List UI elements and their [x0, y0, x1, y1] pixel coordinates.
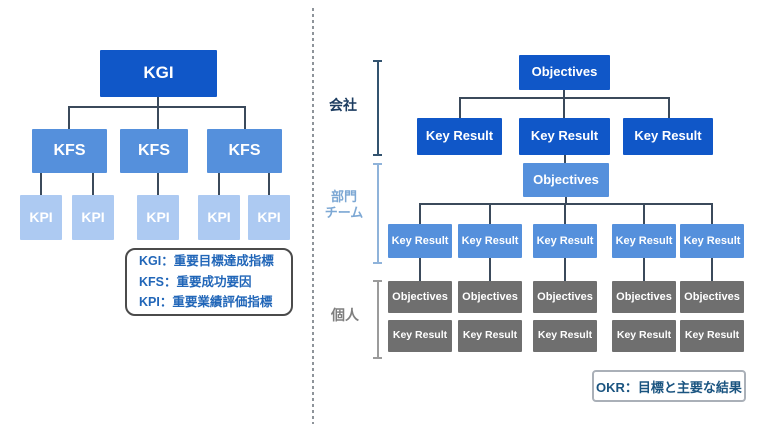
team-bracket [373, 163, 382, 264]
company-objectives-box: Objectives [519, 55, 610, 90]
connector-line [489, 203, 491, 224]
legend-line: KGI：重要目標達成指標 [139, 253, 274, 268]
connector-line [157, 106, 159, 129]
team-key-result-box: Key Result [612, 224, 676, 258]
individual-group-label: 個人 [331, 307, 359, 323]
connector-line [268, 173, 270, 195]
individual-objectives-box: Objectives [612, 281, 676, 313]
connector-line [40, 173, 42, 195]
individual-key-result-box: Key Result [612, 320, 676, 352]
kgi-box: KGI [100, 50, 217, 97]
connector-line [419, 203, 421, 224]
individual-objectives-box: Objectives [458, 281, 522, 313]
connector-line [564, 155, 566, 163]
connector-line [711, 258, 713, 281]
team-key-result-box: Key Result [533, 224, 597, 258]
company-group-label: 会社 [329, 97, 357, 113]
connector-line [643, 203, 645, 224]
kpi-box: KPI [198, 195, 240, 240]
company-bracket [373, 60, 382, 156]
connector-line [563, 97, 565, 118]
kfs-box: KFS [207, 129, 282, 173]
kfs-box: KFS [120, 129, 188, 173]
kgi-kfs-kpi-legend: KGI：重要目標達成指標 KFS：重要成功要因 KPI：重要業績評価指標 [125, 248, 293, 316]
team-group-label: 部門 チーム [318, 189, 370, 222]
connector-line [565, 197, 567, 204]
team-key-result-box: Key Result [458, 224, 522, 258]
company-key-result-box: Key Result [623, 118, 713, 155]
team-group-label-line: チーム [324, 205, 364, 221]
connector-line [564, 258, 566, 281]
connector-line [668, 97, 670, 118]
connector-line [157, 97, 159, 107]
connector-line [68, 106, 70, 129]
connector-line [218, 173, 220, 195]
individual-key-result-box: Key Result [680, 320, 744, 352]
individual-objectives-box: Objectives [388, 281, 452, 313]
connector-line [489, 258, 491, 281]
team-key-result-box: Key Result [680, 224, 744, 258]
okr-legend: OKR：目標と主要な結果 [592, 370, 746, 402]
connector-line [157, 173, 159, 195]
individual-objectives-box: Objectives [533, 281, 597, 313]
individual-objectives-box: Objectives [680, 281, 744, 313]
connector-line [92, 173, 94, 195]
team-group-label-line: 部門 [330, 189, 357, 204]
connector-line [563, 90, 565, 98]
okr-legend-text: OKR：目標と主要な結果 [596, 379, 742, 395]
team-objectives-box: Objectives [523, 163, 609, 197]
connector-line [419, 258, 421, 281]
company-key-result-box: Key Result [417, 118, 502, 155]
kpi-box: KPI [72, 195, 114, 240]
connector-line [459, 97, 461, 118]
company-key-result-box: Key Result [519, 118, 610, 155]
connector-line [419, 203, 713, 205]
legend-line: KPI：重要業績評価指標 [139, 295, 273, 310]
individual-key-result-box: Key Result [388, 320, 452, 352]
team-key-result-box: Key Result [388, 224, 452, 258]
individual-key-result-box: Key Result [458, 320, 522, 352]
kpi-box: KPI [20, 195, 62, 240]
connector-line [711, 203, 713, 224]
kfs-box: KFS [32, 129, 107, 173]
legend-line: KFS：重要成功要因 [139, 274, 252, 289]
individual-bracket [373, 280, 382, 359]
connector-line [244, 106, 246, 129]
dashed-divider-line [312, 8, 314, 424]
connector-line [564, 203, 566, 224]
connector-line [643, 258, 645, 281]
individual-key-result-box: Key Result [533, 320, 597, 352]
kpi-box: KPI [137, 195, 179, 240]
kpi-box: KPI [248, 195, 290, 240]
